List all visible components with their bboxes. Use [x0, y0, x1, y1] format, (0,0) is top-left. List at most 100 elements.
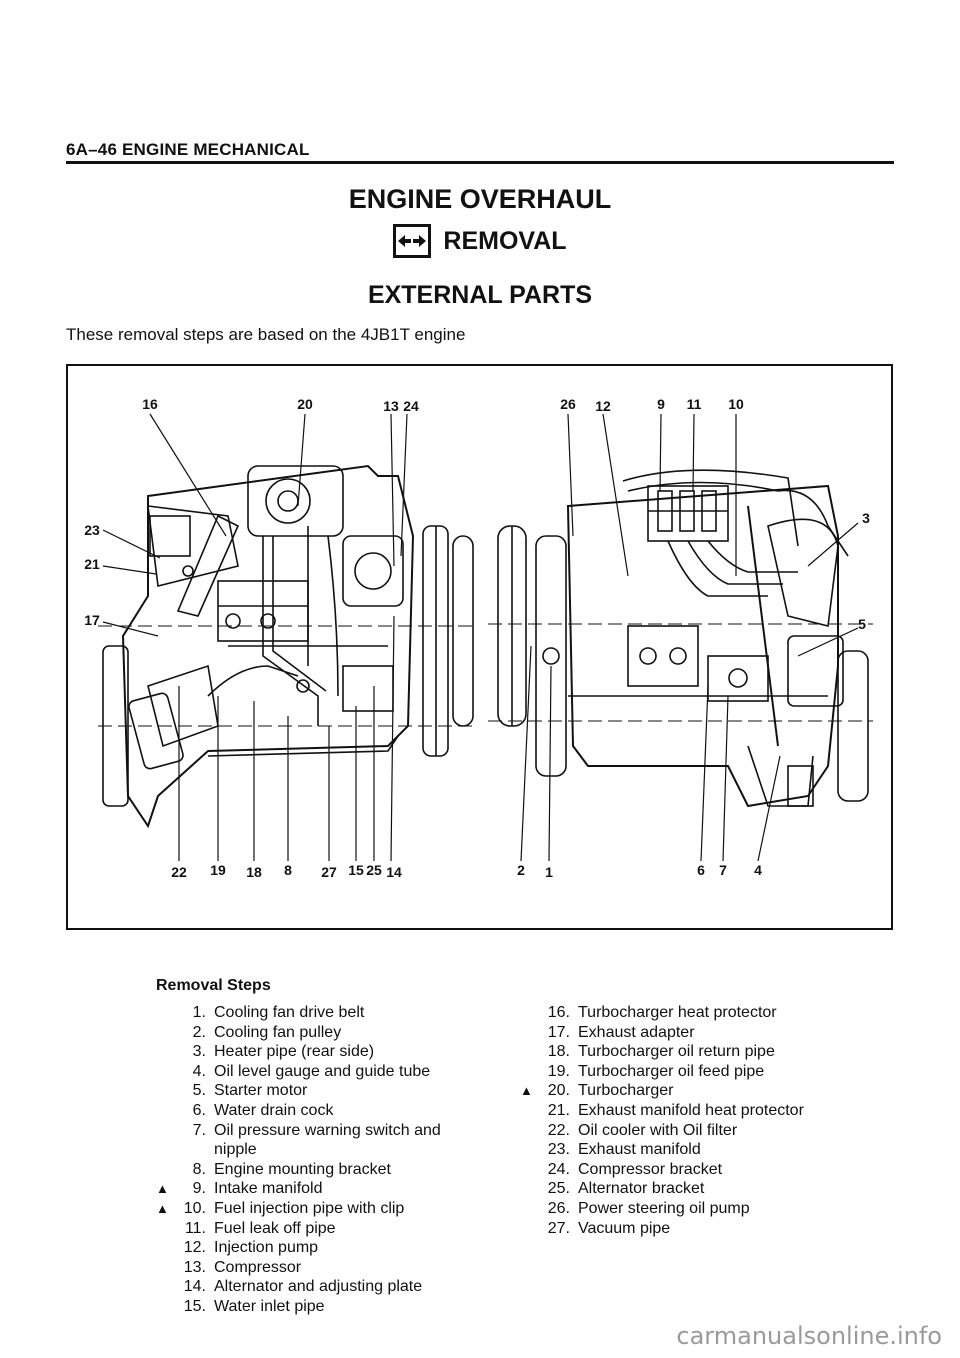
step-text: Oil pressure warning switch and — [214, 1121, 441, 1139]
step-number: 22. — [547, 1121, 570, 1139]
step-item: 15.Water inlet pipe — [156, 1297, 476, 1317]
step-item: 27. Vacuum pipe — [520, 1219, 850, 1239]
step-text: Intake manifold — [214, 1180, 323, 1198]
step-number: 10. — [183, 1199, 206, 1217]
step-number: 8. — [192, 1160, 206, 1178]
caution-triangle-icon: ▲ — [156, 1200, 169, 1216]
caution-triangle-icon — [156, 1101, 174, 1121]
step-item: 19.Turbocharger oil feed pipe — [520, 1062, 850, 1082]
step-text: Fuel leak off pipe — [214, 1219, 336, 1237]
callout-13: 13 — [383, 398, 399, 414]
intro-text: These removal steps are based on the 4JB… — [66, 325, 466, 344]
step-item: 24. Compressor bracket — [520, 1160, 850, 1180]
callout-6: 6 — [697, 862, 705, 878]
caution-triangle-icon — [156, 1160, 174, 1180]
step-number — [174, 1140, 214, 1160]
step-number: 16. — [547, 1004, 570, 1021]
caution-triangle-icon — [520, 1160, 538, 1180]
step-text: Turbocharger — [578, 1082, 674, 1100]
step-text: Starter motor — [214, 1082, 308, 1100]
caution-triangle-icon — [156, 1121, 174, 1141]
step-text: Oil level gauge and guide tube — [214, 1062, 431, 1080]
caution-triangle-icon — [520, 1121, 538, 1141]
callout-8: 8 — [284, 862, 292, 878]
step-number: 24. — [547, 1160, 570, 1178]
removal-heading: REMOVAL — [0, 224, 960, 258]
callout-2: 2 — [517, 862, 525, 878]
caution-triangle-icon — [156, 1081, 174, 1101]
step-item: 23.Exhaust manifold — [520, 1140, 850, 1160]
callout-26: 26 — [560, 396, 576, 412]
callout-22: 22 — [171, 864, 187, 880]
step-number: 13. — [183, 1258, 206, 1276]
section-title: EXTERNAL PARTS — [367, 281, 593, 309]
caution-triangle-icon — [520, 1179, 538, 1199]
step-number: 23. — [547, 1141, 570, 1159]
caution-triangle-icon — [156, 1042, 174, 1062]
step-number: 9. — [192, 1180, 206, 1198]
engine-figure: 16 20 13 24 23 21 17 22 19 18 8 27 15 25… — [66, 364, 893, 930]
step-number: 26. — [547, 1199, 570, 1217]
removal-label: REMOVAL — [443, 226, 567, 255]
step-item: 21.Exhaust manifold heat protector — [520, 1101, 850, 1121]
step-text: Compressor — [214, 1258, 302, 1276]
caution-triangle-icon: ▲ — [156, 1181, 169, 1197]
callout-11: 11 — [686, 396, 702, 412]
page-header: 6A–46 ENGINE MECHANICAL — [66, 140, 310, 159]
right-leader-lines — [520, 413, 859, 862]
step-number: 5. — [192, 1082, 206, 1100]
step-number: 14. — [183, 1278, 206, 1296]
step-item: 25.Alternator bracket — [520, 1179, 850, 1199]
caution-triangle-icon — [520, 1140, 538, 1160]
step-item: ▲ 20. Turbocharger — [520, 1081, 850, 1101]
step-number: 3. — [192, 1043, 206, 1061]
step-item: nipple — [156, 1140, 476, 1160]
step-text: Alternator bracket — [578, 1180, 705, 1198]
step-number: 18. — [547, 1043, 570, 1061]
step-number: 27. — [547, 1219, 570, 1237]
step-item: 18. Turbocharger oil return pipe — [520, 1042, 850, 1062]
step-text: Turbocharger heat protector — [578, 1004, 777, 1021]
step-item: 13. Compressor — [156, 1258, 476, 1278]
step-text: Oil cooler with Oil filter — [578, 1121, 738, 1139]
step-item: 4. Oil level gauge and guide tube — [156, 1062, 476, 1082]
step-text: Exhaust adapter — [578, 1023, 695, 1041]
callout-14: 14 — [386, 864, 402, 880]
step-text: Heater pipe (rear side) — [214, 1043, 375, 1061]
step-text: Turbocharger oil return pipe — [578, 1043, 775, 1061]
step-text: Cooling fan drive belt — [214, 1004, 365, 1021]
caution-triangle-icon — [520, 1062, 538, 1082]
steps-list-right: 16. Turbocharger heat protector 17.Exhaust… — [520, 1003, 850, 1238]
step-item: 17.Exhaust adapter — [520, 1023, 850, 1043]
step-text: Vacuum pipe — [578, 1219, 671, 1237]
callout-27: 27 — [321, 864, 337, 880]
caution-triangle-icon: ▲ — [520, 1083, 533, 1099]
step-text: nipple — [214, 1141, 257, 1159]
step-number: 15. — [183, 1297, 206, 1315]
step-number: 12. — [183, 1239, 206, 1257]
callout-18: 18 — [246, 864, 262, 880]
step-item: ▲ 10. Fuel injection pipe with clip — [156, 1199, 476, 1219]
step-number: 20. — [547, 1082, 570, 1100]
step-number: 2. — [192, 1023, 206, 1041]
caution-triangle-icon — [520, 1101, 538, 1121]
step-text: Compressor bracket — [578, 1160, 723, 1178]
step-number: 1. — [192, 1004, 206, 1021]
caution-triangle-icon — [156, 1277, 174, 1297]
caution-triangle-icon — [156, 1238, 174, 1258]
caution-triangle-icon — [520, 1042, 538, 1062]
step-number: 19. — [547, 1062, 570, 1080]
step-item: 5. Starter motor — [156, 1081, 476, 1101]
step-text: Water drain cock — [214, 1101, 334, 1119]
step-item: 6.Water drain cock — [156, 1101, 476, 1121]
step-text: Fuel injection pipe with clip — [214, 1199, 405, 1217]
step-item: 7.Oil pressure warning switch and — [156, 1121, 476, 1141]
step-number: 4. — [192, 1062, 206, 1080]
step-item: 14.Alternator and adjusting plate — [156, 1277, 476, 1297]
step-item: 1. Cooling fan drive belt — [156, 1003, 476, 1023]
caution-triangle-icon — [156, 1297, 174, 1317]
caution-triangle-icon — [520, 1023, 538, 1043]
caution-triangle-icon — [520, 1199, 538, 1219]
callout-16: 16 — [142, 396, 158, 412]
